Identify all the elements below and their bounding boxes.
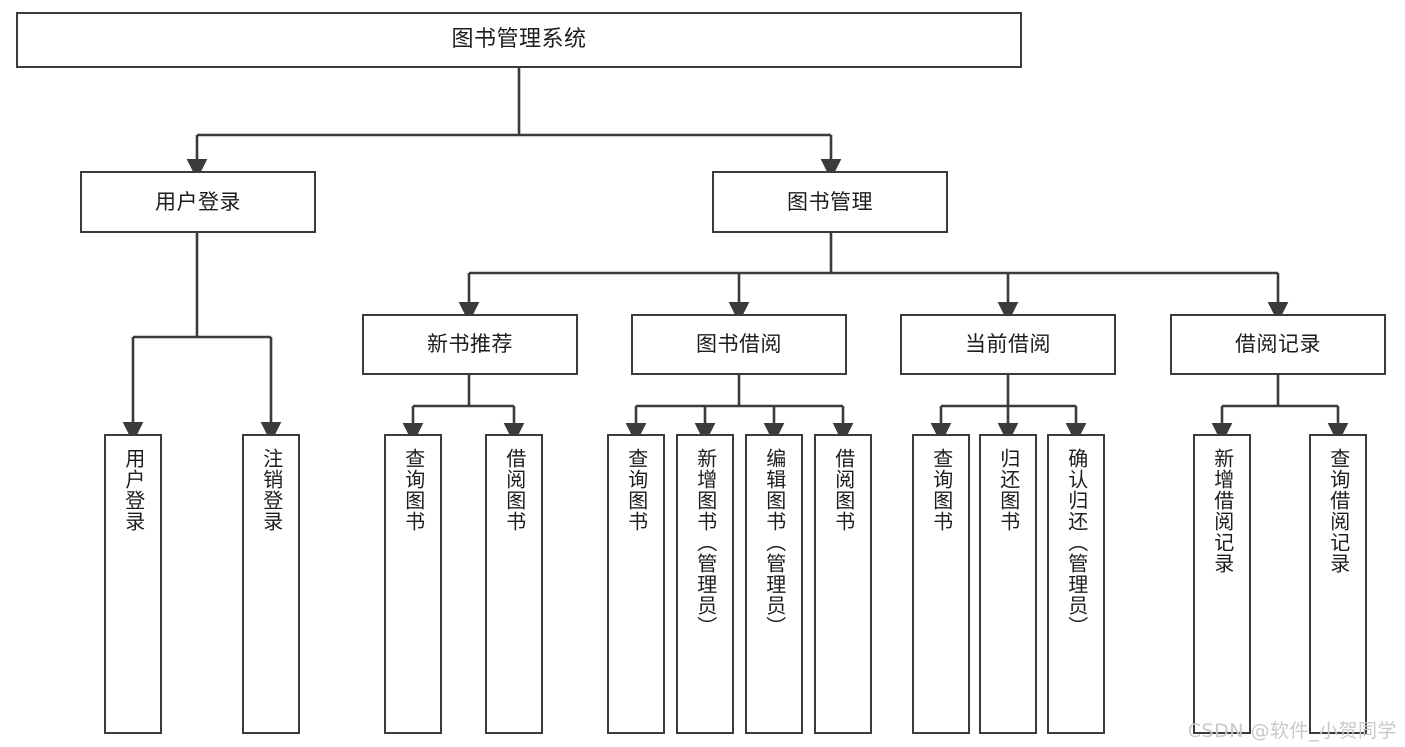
node-leaf-query-record[interactable]: 查询借阅记录 (1309, 434, 1367, 734)
node-leaf-add-record[interactable]: 新增借阅记录 (1193, 434, 1251, 734)
node-leaf-query-book-2-label: 查询图书 (624, 448, 649, 532)
node-user-login-label: 用户登录 (155, 189, 241, 214)
node-current-borrow-label: 当前借阅 (965, 332, 1051, 357)
node-leaf-confirm-return[interactable]: 确认归还（管理员） (1047, 434, 1105, 734)
node-leaf-query-book-3-label: 查询图书 (929, 448, 954, 532)
node-leaf-edit-book[interactable]: 编辑图书（管理员） (745, 434, 803, 734)
node-borrow-record[interactable]: 借阅记录 (1170, 314, 1386, 375)
node-leaf-edit-book-label: 编辑图书（管理员） (762, 448, 787, 637)
node-leaf-borrow-book-1[interactable]: 借阅图书 (485, 434, 543, 734)
node-leaf-return-book-label: 归还图书 (996, 448, 1021, 532)
node-leaf-borrow-book-2[interactable]: 借阅图书 (814, 434, 872, 734)
node-leaf-query-book-1-label: 查询图书 (401, 448, 426, 532)
node-current-borrow[interactable]: 当前借阅 (900, 314, 1116, 375)
node-root-label: 图书管理系统 (451, 27, 587, 53)
node-leaf-add-record-label: 新增借阅记录 (1210, 448, 1235, 574)
node-book-manage[interactable]: 图书管理 (712, 171, 948, 233)
node-leaf-query-book-3[interactable]: 查询图书 (912, 434, 970, 734)
node-book-borrow-label: 图书借阅 (696, 332, 782, 357)
node-leaf-query-book-1[interactable]: 查询图书 (384, 434, 442, 734)
node-leaf-user-login-label: 用户登录 (121, 448, 146, 532)
node-leaf-user-logout[interactable]: 注销登录 (242, 434, 300, 734)
node-leaf-borrow-book-1-label: 借阅图书 (502, 448, 527, 532)
node-root[interactable]: 图书管理系统 (16, 12, 1022, 68)
node-new-book-rec-label: 新书推荐 (427, 332, 513, 357)
node-user-login[interactable]: 用户登录 (80, 171, 316, 233)
node-leaf-query-record-label: 查询借阅记录 (1326, 448, 1351, 574)
node-borrow-record-label: 借阅记录 (1235, 332, 1321, 357)
node-leaf-add-book-label: 新增图书（管理员） (693, 448, 718, 637)
node-book-borrow[interactable]: 图书借阅 (631, 314, 847, 375)
node-leaf-query-book-2[interactable]: 查询图书 (607, 434, 665, 734)
node-leaf-borrow-book-2-label: 借阅图书 (831, 448, 856, 532)
node-leaf-return-book[interactable]: 归还图书 (979, 434, 1037, 734)
watermark: CSDN @软件_小贺同学 (1187, 720, 1397, 742)
node-leaf-user-login[interactable]: 用户登录 (104, 434, 162, 734)
node-new-book-rec[interactable]: 新书推荐 (362, 314, 578, 375)
node-leaf-add-book[interactable]: 新增图书（管理员） (676, 434, 734, 734)
node-leaf-user-logout-label: 注销登录 (259, 448, 284, 532)
node-leaf-confirm-return-label: 确认归还（管理员） (1064, 448, 1089, 637)
node-book-manage-label: 图书管理 (787, 189, 873, 214)
